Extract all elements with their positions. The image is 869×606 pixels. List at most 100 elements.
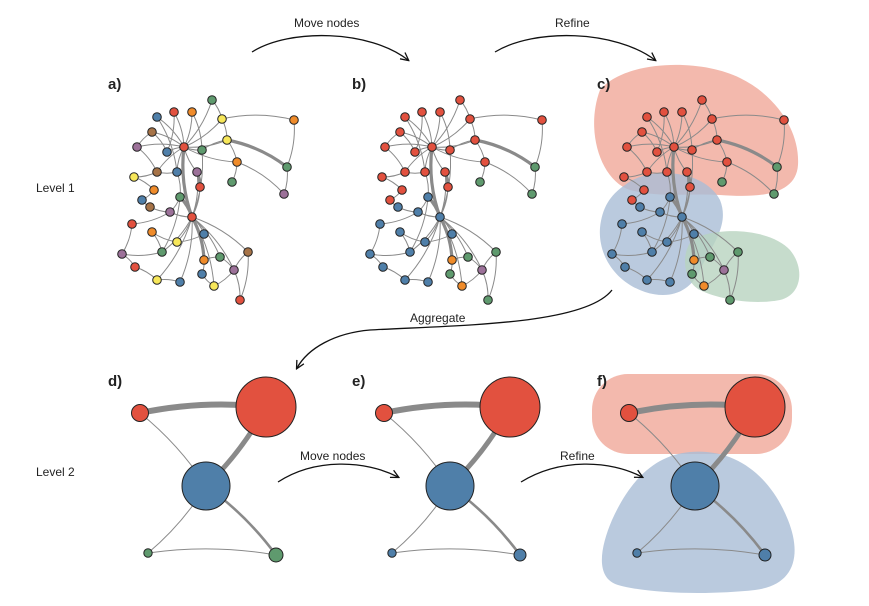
graph-a-edge bbox=[221, 114, 295, 121]
graph-e-node bbox=[387, 548, 397, 558]
graph-b-edge bbox=[384, 143, 433, 148]
graph-c-node bbox=[677, 107, 687, 117]
graph-b-edge bbox=[439, 216, 483, 271]
graph-c-node bbox=[637, 227, 647, 237]
graph-b-node bbox=[377, 172, 387, 182]
graph-b-node bbox=[420, 237, 430, 247]
graph-f-edge bbox=[636, 548, 766, 556]
graph-b-edge bbox=[439, 216, 497, 253]
graph-a-edge bbox=[166, 111, 175, 153]
graph-c-edge bbox=[681, 216, 725, 271]
graph-c-node bbox=[665, 192, 675, 202]
graph-c-node bbox=[669, 142, 679, 152]
graph-c-node bbox=[717, 177, 727, 187]
graph-a-node bbox=[165, 207, 175, 217]
graph-a-node bbox=[149, 185, 159, 195]
graph-c-node bbox=[659, 107, 669, 117]
step-label-move-nodes-level1: Move nodes bbox=[294, 16, 359, 30]
graph-a-node bbox=[197, 269, 207, 279]
graph-a-node bbox=[217, 114, 227, 124]
step-label-aggregate: Aggregate bbox=[410, 311, 466, 325]
graph-c-node bbox=[677, 212, 687, 222]
graph-a-node bbox=[227, 177, 237, 187]
graph-a-edge bbox=[236, 161, 285, 195]
graph-a-edge bbox=[179, 216, 193, 283]
graph-a-node bbox=[215, 252, 225, 262]
graph-b-edge bbox=[431, 111, 441, 148]
graph-a-edge bbox=[136, 143, 185, 148]
community-hull-green bbox=[685, 231, 800, 302]
graph-b-node bbox=[477, 265, 487, 275]
graph-a-node bbox=[279, 189, 289, 199]
arrow-move-nodes-level1 bbox=[251, 34, 408, 60]
graph-a-edge bbox=[136, 146, 158, 173]
graph-b-node bbox=[395, 227, 405, 237]
arrow-move-nodes-level2 bbox=[277, 463, 398, 483]
graph-f-node bbox=[670, 461, 720, 511]
graph-c-edge bbox=[715, 138, 779, 169]
graph-c-node bbox=[687, 269, 697, 279]
graph-c-node bbox=[619, 172, 629, 182]
graph-b-node bbox=[395, 127, 405, 137]
graph-b-edge bbox=[469, 114, 543, 121]
community-hull-blue bbox=[601, 451, 795, 593]
graph-a-edge bbox=[161, 196, 181, 253]
nodes-layer bbox=[117, 95, 789, 563]
graph-a-node bbox=[129, 172, 139, 182]
level-label-2: Level 2 bbox=[36, 465, 75, 479]
graph-b-node bbox=[427, 142, 437, 152]
graph-a-node bbox=[195, 182, 205, 192]
graph-a-edge bbox=[183, 111, 193, 148]
graph-a-node bbox=[282, 162, 292, 172]
graph-c-edge bbox=[681, 216, 739, 253]
graph-c-edge bbox=[651, 196, 671, 253]
panel-label-a: a) bbox=[108, 76, 121, 93]
community-hull-red bbox=[594, 64, 799, 196]
graph-b-node bbox=[530, 162, 540, 172]
graph-a-node bbox=[117, 249, 127, 259]
graph-a-node bbox=[222, 135, 232, 145]
graph-b-node bbox=[423, 192, 433, 202]
graph-b-node bbox=[420, 167, 430, 177]
graph-a-node bbox=[179, 142, 189, 152]
graph-b-edge bbox=[369, 251, 411, 256]
graph-a-node bbox=[162, 147, 172, 157]
panel-label-b: b) bbox=[352, 76, 366, 93]
graph-b-node bbox=[480, 157, 490, 167]
panel-label-d: d) bbox=[108, 373, 122, 390]
graph-c-node bbox=[705, 252, 715, 262]
graph-c-node bbox=[779, 115, 789, 125]
graph-c-node bbox=[622, 142, 632, 152]
graph-c-node bbox=[627, 195, 637, 205]
arrow-refine-level1 bbox=[494, 34, 655, 60]
graph-c-node bbox=[617, 219, 627, 229]
graph-a-node bbox=[232, 157, 242, 167]
graph-a-node bbox=[175, 277, 185, 287]
graph-b-edge bbox=[534, 119, 543, 168]
graph-c-node bbox=[662, 167, 672, 177]
graph-b-node bbox=[385, 195, 395, 205]
graph-b-node bbox=[445, 269, 455, 279]
graph-c-node bbox=[772, 162, 782, 172]
graph-e-edge bbox=[391, 548, 521, 556]
graph-b-edge bbox=[484, 161, 533, 195]
graph-c-node bbox=[642, 275, 652, 285]
graph-d-edge bbox=[147, 548, 277, 556]
graph-c-edge bbox=[681, 216, 705, 287]
graph-c-node bbox=[685, 182, 695, 192]
graph-c-node bbox=[662, 237, 672, 247]
graph-c-node bbox=[689, 229, 699, 239]
graph-b-node bbox=[375, 219, 385, 229]
graph-a-node bbox=[147, 127, 157, 137]
graph-a-node bbox=[187, 107, 197, 117]
graph-a-node bbox=[207, 95, 217, 105]
arrow-aggregate bbox=[297, 289, 613, 368]
graph-b-node bbox=[435, 107, 445, 117]
graph-b-edge bbox=[409, 196, 429, 253]
graph-b-edge bbox=[429, 145, 442, 219]
graph-d-node bbox=[268, 547, 284, 563]
graph-b-node bbox=[491, 247, 501, 257]
graph-a-node bbox=[137, 195, 147, 205]
graph-b-node bbox=[378, 262, 388, 272]
graph-e-node bbox=[479, 376, 541, 438]
